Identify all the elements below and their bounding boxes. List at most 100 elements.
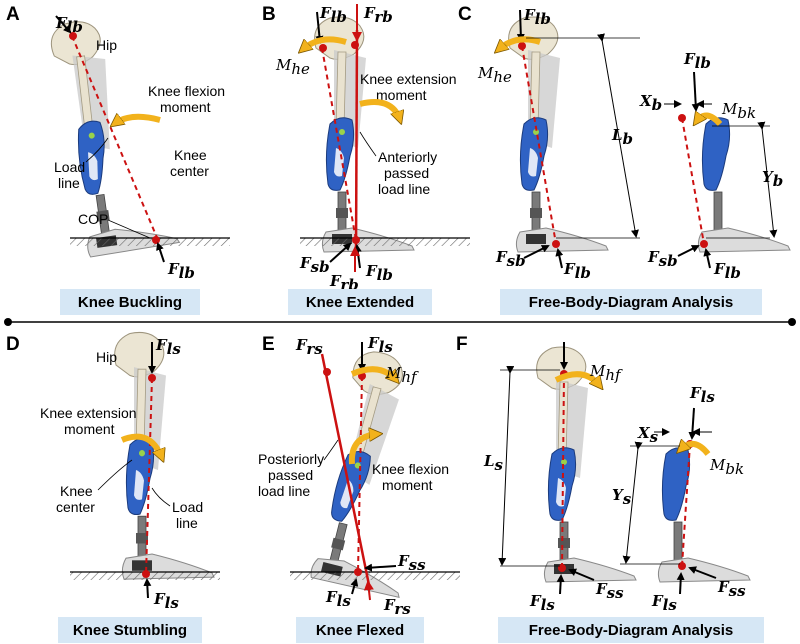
label-load-line-d2: line	[176, 515, 198, 531]
hip-point	[69, 32, 77, 40]
caption-box-b	[288, 289, 432, 315]
label-posterior-2: passed	[268, 467, 313, 483]
cop-point	[152, 236, 160, 244]
label-F-lb-bottom: Flb	[167, 260, 195, 282]
leg-fbd-full-f	[536, 346, 637, 583]
posterior-load-line	[320, 353, 372, 591]
panel-label-e: E	[262, 334, 275, 355]
panel-a: A Flb Flb Hip Knee flexion moment Load l…	[6, 4, 230, 315]
moment-arrow-hip	[302, 36, 347, 50]
leg-extended	[314, 16, 415, 253]
label-F-ls-bottom: Fls	[153, 590, 179, 612]
label-M-bk: Mbk	[721, 100, 756, 122]
leg-fbd-full	[508, 16, 609, 253]
moment-arrow-knee	[359, 99, 400, 120]
label-X-s: Xs	[637, 424, 659, 446]
label-Y-b: Yb	[762, 168, 783, 190]
label-F-ls-bottom: Fls	[325, 588, 351, 610]
label-F-rs: Frs	[295, 336, 323, 358]
panel-b: B Flb Frb Mhe Knee extension moment Ante…	[262, 4, 470, 315]
panel-label-a: A	[6, 4, 20, 25]
label-posterior-3: load line	[258, 483, 310, 499]
label-load-line-d1: Load	[172, 499, 203, 515]
label-anterior-3: load line	[378, 181, 430, 197]
label-F-lb-bottom: Flb	[365, 262, 393, 284]
panel-c: C Flb Mhe Lb Fsb Flb Flb Xb Mbk	[458, 4, 791, 315]
caption-b: Knee Extended	[306, 294, 414, 311]
label-Y-s: Ys	[612, 486, 632, 508]
label-load-line-1: Load	[54, 159, 85, 175]
label-F-ss: Fss	[397, 552, 426, 574]
caption-f: Free-Body-Diagram Analysis	[529, 622, 734, 639]
hip-point-anterior	[351, 41, 359, 49]
panel-label-c: C	[458, 4, 472, 25]
label-F-ls: Fls	[367, 334, 393, 356]
panel-label-f: F	[456, 334, 468, 355]
label-L-s: Ls	[483, 452, 504, 474]
force-arrow-bottom	[156, 242, 165, 263]
label-F-lb-shank-bottom: Flb	[713, 260, 741, 282]
moment-arrow	[114, 117, 161, 124]
label-cop: COP	[78, 211, 108, 227]
caption-box-e	[296, 617, 424, 643]
panel-label-b: B	[262, 4, 276, 25]
label-knee-center-d1: Knee	[60, 483, 93, 499]
label-F-ls-shank-bottom: Fls	[651, 592, 677, 614]
label-knee-center-2: center	[170, 163, 209, 179]
load-line	[71, 35, 159, 241]
force-arrow-top	[55, 15, 72, 34]
label-knee-flexion-e2: moment	[382, 477, 433, 493]
label-knee-extension-d2: moment	[64, 421, 115, 437]
label-F-sb: Fsb	[495, 248, 526, 270]
leg-fbd-shank	[697, 117, 791, 253]
dimension-Ls	[498, 365, 515, 566]
label-F-rs-bottom: Frs	[383, 596, 411, 618]
label-knee-flexion-moment-1: Knee flexion	[148, 83, 225, 99]
label-F-rb: Frb	[363, 4, 393, 26]
label-M-he: Mhe	[275, 56, 310, 78]
ground	[300, 238, 470, 246]
caption-box-a	[60, 289, 200, 315]
cop-point	[352, 236, 360, 244]
label-knee-extension-d1: Knee extension	[40, 405, 137, 421]
label-X-b: Xb	[639, 92, 662, 114]
label-M-he: Mhe	[477, 64, 512, 86]
label-anterior-1: Anteriorly	[378, 149, 437, 165]
load-line	[521, 45, 557, 245]
label-anterior-2: passed	[384, 165, 429, 181]
label-F-sb: Fsb	[299, 254, 330, 276]
label-hip-d: Hip	[96, 349, 117, 365]
anterior-load-line	[354, 29, 359, 255]
label-F-ls: Fls	[529, 592, 555, 614]
load-line	[321, 47, 357, 241]
label-F-ss-shank: Fss	[717, 578, 746, 600]
panel-label-d: D	[6, 334, 20, 355]
caption-a: Knee Buckling	[78, 294, 182, 311]
caption-e: Knee Flexed	[316, 622, 404, 639]
ground	[70, 238, 230, 246]
caption-c: Free-Body-Diagram Analysis	[529, 294, 734, 311]
label-F-lb-shank: Flb	[683, 50, 711, 72]
label-posterior-1: Posteriorly	[258, 451, 324, 467]
panel-e: E Fls Frs Mhf Posteriorly passed load li…	[258, 334, 460, 643]
label-knee-flexion-e1: Knee flexion	[372, 461, 449, 477]
label-F-lb-top: Flb	[55, 14, 83, 36]
label-knee-extension-1: Knee extension	[360, 71, 457, 87]
hip-point	[319, 44, 327, 52]
label-M-hf-e: Mhf	[385, 364, 419, 386]
label-M-bk-f: Mbk	[709, 456, 744, 478]
label-knee-center-1: Knee	[174, 147, 207, 163]
panel-f: F Mhf Ls Fss Fls Fls Xs Mbk	[456, 334, 764, 643]
label-load-line-2: line	[58, 175, 80, 191]
caption-box-c	[500, 289, 762, 315]
label-L-b: Lb	[611, 126, 633, 148]
label-knee-extension-2: moment	[376, 87, 427, 103]
panel-d: D Fls Hip Knee extension moment Knee cen…	[6, 331, 220, 643]
label-F-ss: Fss	[595, 580, 624, 602]
caption-d: Knee Stumbling	[73, 622, 187, 639]
label-F-sb-shank: Fsb	[647, 248, 678, 270]
caption-box-f	[498, 617, 764, 643]
label-F-ls: Fls	[155, 336, 181, 358]
label-F-ls-shank: Fls	[689, 384, 715, 406]
